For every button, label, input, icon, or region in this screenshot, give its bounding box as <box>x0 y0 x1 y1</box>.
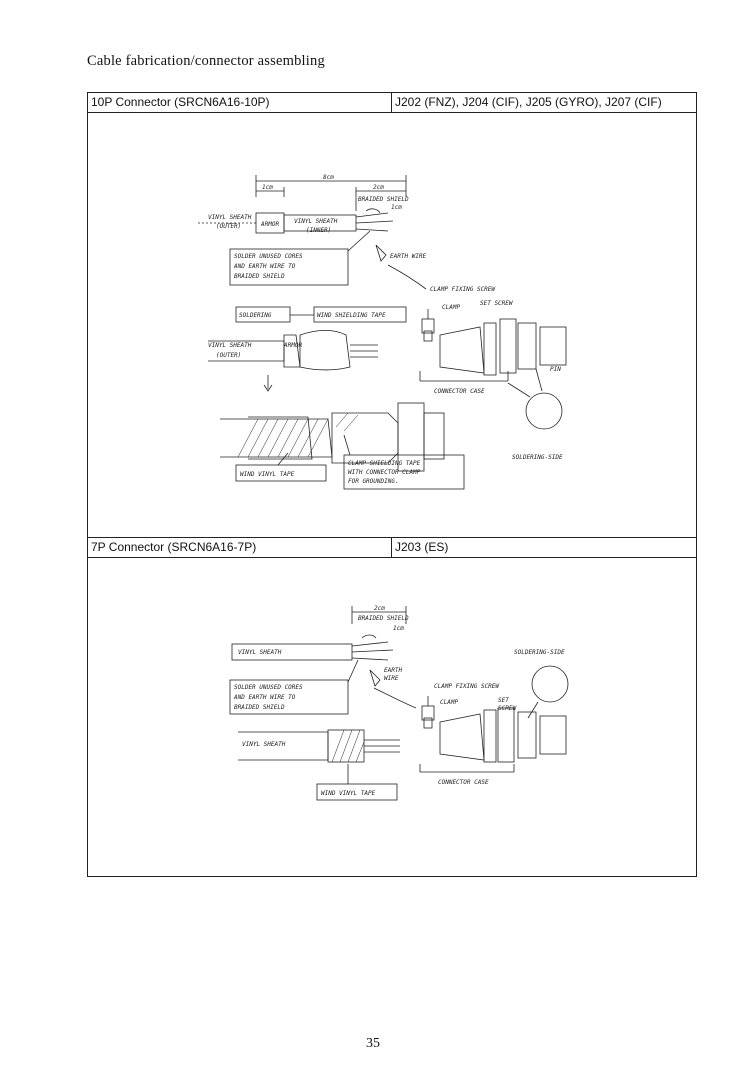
label-vinyl-sheath-2: VINYL SHEATH <box>208 342 252 349</box>
label-armor: ARMOR <box>260 221 279 228</box>
page-number: 35 <box>366 1036 380 1051</box>
label-vinyl-sheath-7p: VINYL SHEATH <box>238 649 282 656</box>
label-solder-note-1: SOLDER UNUSED CORES <box>234 253 303 260</box>
connector-type-10p: 10P Connector (SRCN6A16-10P) <box>88 93 392 112</box>
label-solder-note-3-7p: BRAIDED SHIELD <box>234 704 285 711</box>
label-wind-shielding-tape: WIND SHIELDING TAPE <box>317 312 386 319</box>
diagram-7p-svg: 2cm BRAIDED SHIELD 1cm VINYL SHEATH SOLD… <box>229 605 569 801</box>
jack-list-10p: J202 (FNZ), J204 (CIF), J205 (GYRO), J20… <box>395 95 662 109</box>
label-pin: PIN <box>550 366 561 373</box>
table-header-row-10p: 10P Connector (SRCN6A16-10P) J202 (FNZ),… <box>88 93 696 113</box>
label-clamp-fixing-screw: CLAMP FIXING SCREW <box>430 286 496 293</box>
label-earth-7p: EARTH <box>384 667 402 674</box>
label-wind-vinyl-tape: WIND VINYL TAPE <box>240 471 295 478</box>
connector-type-7p: 7P Connector (SRCN6A16-7P) <box>88 538 392 557</box>
label-2cm-7p: 2cm <box>374 605 385 612</box>
label-solder-note-2: AND EARTH WIRE TO <box>233 263 296 270</box>
label-wire-7p: WIRE <box>384 675 399 682</box>
label-set-7p: SET <box>498 697 509 704</box>
label-connector-case: CONNECTOR CASE <box>434 388 485 395</box>
label-set-screw: SET SCREW <box>480 300 514 307</box>
label-clamp-7p: CLAMP <box>440 699 458 706</box>
label-outer-2: (OUTER) <box>216 352 241 359</box>
label-vinyl-sheath-outer: VINYL SHEATH <box>208 214 252 221</box>
label-wind-vinyl-tape-7p: WIND VINYL TAPE <box>321 790 376 797</box>
label-soldering-side-7p: SOLDERING-SIDE <box>514 649 565 656</box>
label-outer: (OUTER) <box>216 223 241 230</box>
label-solder-note-3: BRAIDED SHIELD <box>234 273 285 280</box>
label-clamp-note-3: FOR GROUNDING. <box>348 478 399 485</box>
label-screw-7p: SCREW <box>498 705 517 712</box>
connector-table: 10P Connector (SRCN6A16-10P) J202 (FNZ),… <box>87 92 697 877</box>
label-1cm-7p: 1cm <box>393 625 404 632</box>
label-earth-wire: EARTH WIRE <box>390 253 427 260</box>
label-clamp-fixing-screw-7p: CLAMP FIXING SCREW <box>434 683 500 690</box>
label-clamp-note-2: WITH CONNECTOR CLAMP <box>348 469 421 476</box>
diagram-10p: 8cm 1cm 2cm BRAIDED SHIELD 1cm VINYL SHE… <box>88 113 696 538</box>
table-header-row-7p: 7P Connector (SRCN6A16-7P) J203 (ES) <box>88 538 696 558</box>
label-braided-shield-7p: BRAIDED SHIELD <box>358 615 409 622</box>
label-solder-note-1-7p: SOLDER UNUSED CORES <box>234 684 303 691</box>
label-clamp: CLAMP <box>442 304 460 311</box>
diagram-7p: 2cm BRAIDED SHIELD 1cm VINYL SHEATH SOLD… <box>88 558 696 876</box>
label-connector-case-7p: CONNECTOR CASE <box>438 779 489 786</box>
label-inner: (INNER) <box>306 227 331 234</box>
label-soldering: SOLDERING <box>239 312 272 319</box>
page-title: Cable fabrication/connector assembling <box>87 53 325 69</box>
label-vinyl-sheath-b-7p: VINYL SHEATH <box>242 741 286 748</box>
label-clamp-note-1: CLAMP SHIELDING TAPE <box>348 460 421 467</box>
diagram-10p-svg: 8cm 1cm 2cm BRAIDED SHIELD 1cm VINYL SHE… <box>198 174 567 490</box>
label-1cm-b: 1cm <box>391 204 402 211</box>
label-braided-shield: BRAIDED SHIELD <box>358 196 409 203</box>
label-solder-note-2-7p: AND EARTH WIRE TO <box>233 694 296 701</box>
jack-list-7p: J203 (ES) <box>395 540 449 554</box>
label-2cm: 2cm <box>373 184 384 191</box>
label-8cm: 8cm <box>323 174 334 181</box>
label-1cm: 1cm <box>262 184 273 191</box>
label-vinyl-sheath-inner: VINYL SHEATH <box>294 218 338 225</box>
label-armor-2: ARMOR <box>283 342 302 349</box>
label-soldering-side: SOLDERING-SIDE <box>512 454 563 461</box>
